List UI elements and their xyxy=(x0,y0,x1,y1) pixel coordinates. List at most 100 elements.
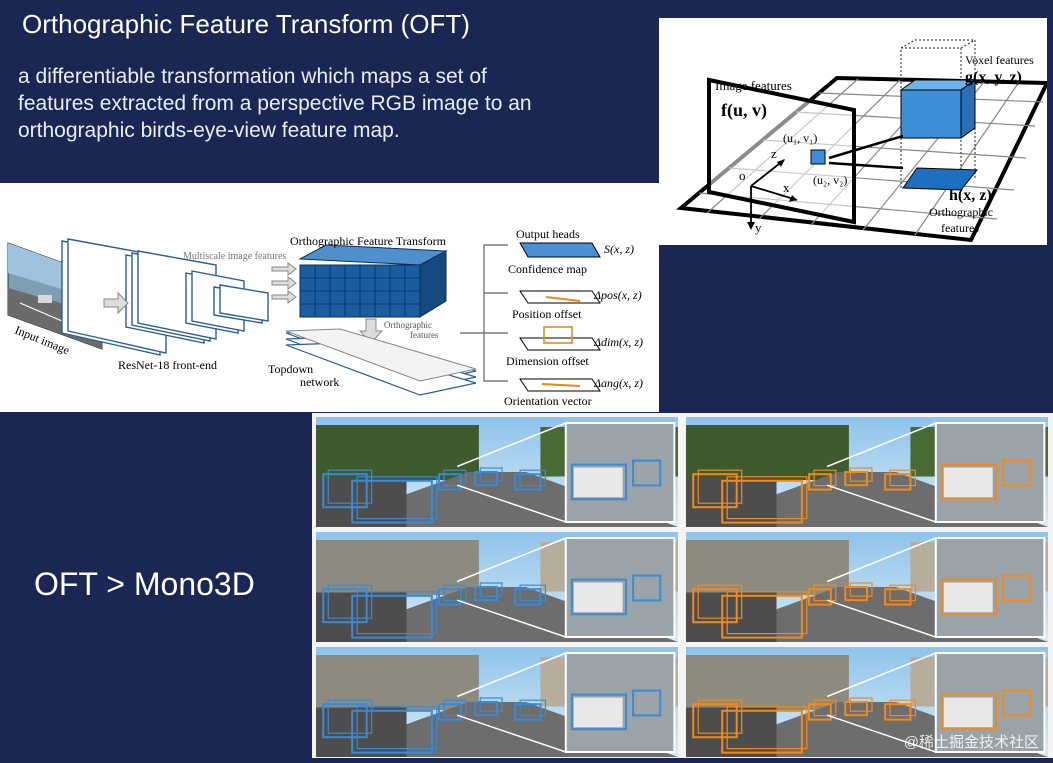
car-left xyxy=(686,592,777,642)
detection-box-back xyxy=(813,584,837,602)
detection-box xyxy=(322,473,368,509)
detection-box xyxy=(884,588,912,606)
oft-architecture-figure: Input image Multiscale image features Re… xyxy=(0,183,659,412)
detection-box xyxy=(351,594,433,639)
head-symbol: Δpos(x, z) xyxy=(593,288,642,302)
voxel-projection-figure: Image features f(u, v) Voxel features g(… xyxy=(659,18,1051,245)
detection-box-back xyxy=(356,476,438,520)
detection-box-back xyxy=(849,467,873,482)
description-line: orthographic birds-eye-view feature map. xyxy=(18,119,400,142)
detection-box-back xyxy=(327,584,373,619)
buildings-left xyxy=(316,540,479,595)
ortho-features-symbol: h(x, z) xyxy=(949,187,992,204)
buildings-left xyxy=(686,540,849,595)
results-photos xyxy=(316,417,1048,757)
zoom-lines xyxy=(456,651,567,754)
z-axis-arrow xyxy=(777,159,785,167)
detection-box-back xyxy=(726,591,808,635)
car-left xyxy=(686,707,777,757)
x-axis-arrow xyxy=(789,195,797,202)
inset-detection-box xyxy=(1002,574,1032,602)
watermark: @稀土掘金技术社区 xyxy=(903,734,1039,751)
zoom-lines xyxy=(456,421,567,524)
projection-lines xyxy=(828,134,904,170)
position-offset-arrow xyxy=(545,296,581,302)
head-symbol: Δdim(x, z) xyxy=(593,335,643,349)
zoom-lines xyxy=(826,536,937,639)
detection-box xyxy=(322,588,368,624)
confidence-map-icon xyxy=(519,242,601,258)
buildings-left xyxy=(686,425,849,480)
detection-box xyxy=(844,586,869,602)
detection-box-back xyxy=(697,699,743,734)
detection-box xyxy=(884,473,912,491)
detection-box xyxy=(808,588,832,606)
detection-box-back xyxy=(697,469,743,504)
z-axis-label: z xyxy=(771,146,777,161)
head-connectors xyxy=(460,244,508,382)
detection-box-back xyxy=(356,706,438,750)
detection-box-back xyxy=(443,469,467,487)
uv1-label: (u₁, v₁) xyxy=(783,131,817,145)
ortho-features-label: Orthographic xyxy=(384,320,432,330)
detection-box-back xyxy=(849,697,873,712)
head-name: Position offset xyxy=(512,307,582,321)
detection-box xyxy=(844,701,869,717)
buildings-left xyxy=(316,655,479,710)
detection-box-back xyxy=(356,591,438,635)
detection-box-back xyxy=(519,584,547,602)
detection-box-back xyxy=(327,699,373,734)
topdown-label: Topdown xyxy=(268,362,313,376)
car-left xyxy=(316,707,407,757)
topdown-label: network xyxy=(300,375,339,389)
x-axis-label: x xyxy=(783,180,790,195)
detection-box xyxy=(438,588,462,606)
detection-box xyxy=(351,709,433,754)
buildings-left xyxy=(686,655,849,710)
detection-box-back xyxy=(697,584,743,619)
car-left xyxy=(316,592,407,642)
inset-detection-box xyxy=(632,689,662,717)
voxel-features-label: Voxel features xyxy=(965,53,1034,67)
orientation-arrow xyxy=(541,383,581,387)
head-name: Confidence map xyxy=(508,262,587,276)
detection-box xyxy=(514,588,542,606)
detection-box-back xyxy=(889,469,917,487)
qualitative-results-grid xyxy=(312,413,1053,758)
image-features-symbol: f(u, v) xyxy=(721,100,767,121)
head-symbol: Δang(x, z) xyxy=(593,376,643,390)
inset-car xyxy=(573,582,623,613)
slide-title: Orthographic Feature Transform (OFT) xyxy=(22,9,470,39)
inset-detection-box xyxy=(632,459,662,487)
detection-box-back xyxy=(889,699,917,717)
detection-box-back xyxy=(479,467,503,482)
inset-detection-box xyxy=(1002,689,1032,717)
detection-box-back xyxy=(479,582,503,597)
car-left xyxy=(316,477,407,527)
voxel-diagram: Image features f(u, v) Voxel features g(… xyxy=(676,39,1051,243)
detection-box xyxy=(351,479,433,524)
zoom-lines xyxy=(826,421,937,524)
detection-box xyxy=(692,588,738,624)
multiscale-label: Multiscale image features xyxy=(183,251,286,262)
detection-box xyxy=(514,703,542,721)
buildings-left xyxy=(316,425,479,480)
inset-detection-box xyxy=(1002,459,1032,487)
detection-box xyxy=(474,701,498,717)
architecture-diagram: Input image Multiscale image features Re… xyxy=(7,227,643,408)
backbone-label: ResNet-18 front-end xyxy=(118,358,217,372)
detection-box xyxy=(721,594,803,639)
description-line: features extracted from a perspective RG… xyxy=(18,92,532,115)
slide-description: a differentiable transformation which ma… xyxy=(18,63,648,144)
inset-detection-box xyxy=(570,463,628,501)
detection-box-back xyxy=(519,699,547,717)
detection-box xyxy=(884,703,912,721)
ortho-features-label: Orthographic xyxy=(929,205,993,219)
zoom-lines xyxy=(456,536,567,639)
inset-car xyxy=(573,697,623,728)
voxel-cube-side xyxy=(960,79,976,139)
detection-box-back xyxy=(849,582,873,597)
topdown-grid xyxy=(285,328,477,382)
detection-box xyxy=(322,703,368,739)
y-axis-arrow xyxy=(747,222,755,230)
